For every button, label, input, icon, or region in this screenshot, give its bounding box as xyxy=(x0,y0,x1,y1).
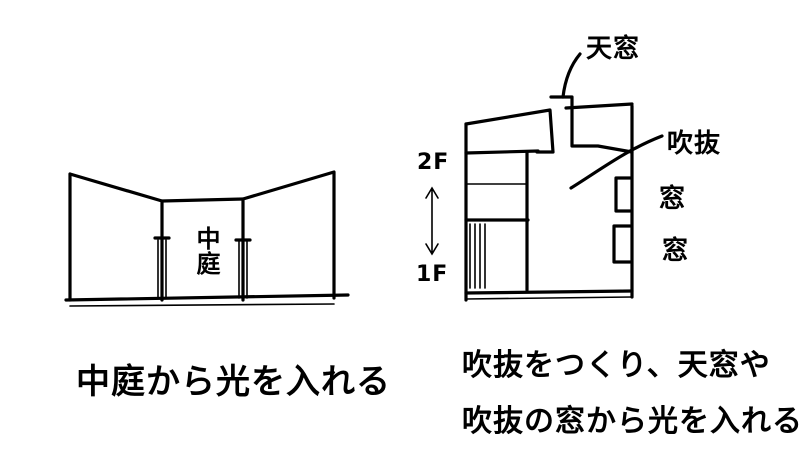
void-section-sketch xyxy=(425,52,664,302)
window-label-upper: 窓 xyxy=(659,184,687,214)
skylight-box xyxy=(549,95,574,110)
courtyard-glass-left xyxy=(157,239,167,299)
roof-right xyxy=(564,102,634,110)
void-label: 吹抜 xyxy=(667,129,722,159)
void-ceiling-right xyxy=(570,106,634,154)
floor-arrow xyxy=(425,186,439,256)
window-label-lower: 窓 xyxy=(662,236,690,266)
window-upper xyxy=(614,176,632,213)
right-caption-line-1: 吹抜をつくり、天窓や xyxy=(462,348,771,383)
ground-line xyxy=(64,293,350,302)
courtyard-label: 中庭 xyxy=(192,226,220,276)
stair-hatch xyxy=(469,223,486,289)
window-lower xyxy=(612,224,632,264)
floor-label-1f: 1F xyxy=(416,262,449,287)
right-caption-line-2: 吹抜の窓から光を入れる xyxy=(462,404,800,439)
courtyard-top-edge xyxy=(160,197,245,203)
left-wing-outline xyxy=(68,172,164,302)
skylight-label: 天窓 xyxy=(586,34,641,64)
roof-left xyxy=(464,108,555,154)
right-wing-outline xyxy=(241,170,336,302)
void-leader xyxy=(569,134,664,190)
skylight-leader xyxy=(561,52,582,99)
right-ground-line xyxy=(464,289,634,295)
right-ground-line-double xyxy=(465,296,633,300)
courtyard-glass-right xyxy=(238,239,248,299)
left-caption: 中庭から光を入れる xyxy=(76,362,391,402)
ground-line-double xyxy=(69,303,335,307)
floor-label-2f: 2F xyxy=(417,150,450,175)
courtyard-section-sketch xyxy=(64,170,350,307)
